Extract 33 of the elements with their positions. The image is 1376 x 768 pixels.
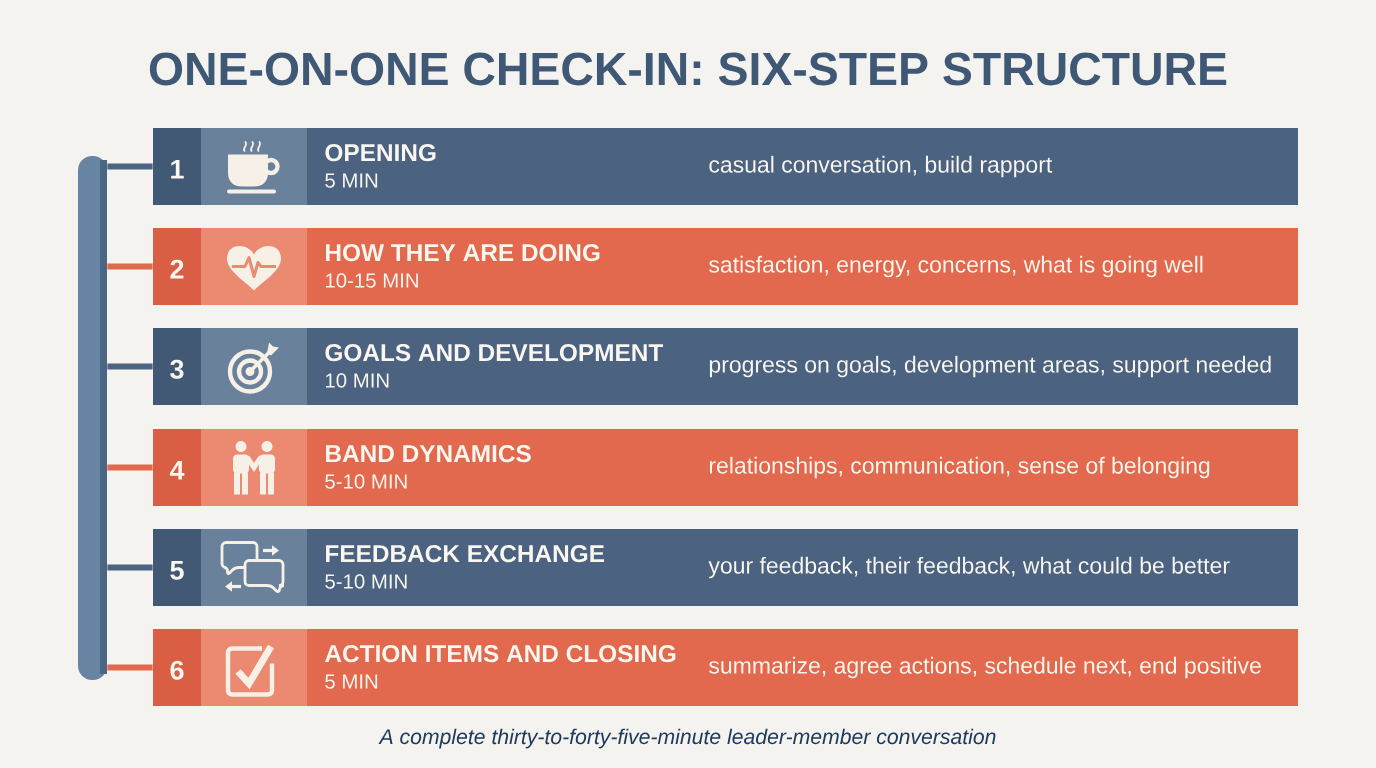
title: ONE-ON-ONE CHECK-IN: SIX-STEP STRUCTURE xyxy=(149,52,1227,86)
description-text: satisfaction, energy, concerns, what is going well xyxy=(709,255,1203,278)
duration-text: 10 MIN xyxy=(326,373,389,388)
description-text: progress on goals, development areas, support needed xyxy=(709,355,1271,378)
step-number: 5 xyxy=(153,529,201,606)
step-number: 3 xyxy=(153,328,201,405)
step-heading: OPENING xyxy=(325,143,436,162)
step-heading: ACTION ITEMS AND CLOSING xyxy=(325,644,676,663)
description-text: casual conversation, build rapport xyxy=(709,155,1053,178)
connector-line xyxy=(107,664,153,671)
duration-text: 5-10 MIN xyxy=(325,574,407,589)
description-text: your feedback, their feedback, what could be better xyxy=(708,556,1230,579)
connector-line xyxy=(107,263,153,270)
step-heading: GOALS AND DEVELOPMENT xyxy=(325,343,664,362)
step-number: 1 xyxy=(153,128,201,205)
step-heading: HOW THEY ARE DOING xyxy=(326,243,600,262)
connector-line xyxy=(107,363,153,370)
vertical-bar xyxy=(78,156,107,680)
connector-line xyxy=(107,163,153,170)
connector-line xyxy=(107,464,153,471)
step-heading: FEEDBACK EXCHANGE xyxy=(326,544,605,563)
step-heading: BAND DYNAMICS xyxy=(326,444,531,463)
description-text: summarize, agree actions, schedule next, end positive xyxy=(709,656,1261,679)
connector-line xyxy=(107,564,153,571)
duration-text: 5 MIN xyxy=(325,674,378,689)
step-number: 4 xyxy=(153,429,201,506)
step-number: 6 xyxy=(153,629,201,706)
duration-text: 5-10 MIN xyxy=(325,474,407,489)
duration-text: 5 MIN xyxy=(325,173,378,188)
caption: A complete thirty-to-forty-five-minute leader-member conversation xyxy=(378,728,996,749)
description-text: relationships, communication, sense of belonging xyxy=(709,456,1210,479)
step-number: 2 xyxy=(153,228,201,305)
duration-text: 10-15 MIN xyxy=(326,273,418,288)
